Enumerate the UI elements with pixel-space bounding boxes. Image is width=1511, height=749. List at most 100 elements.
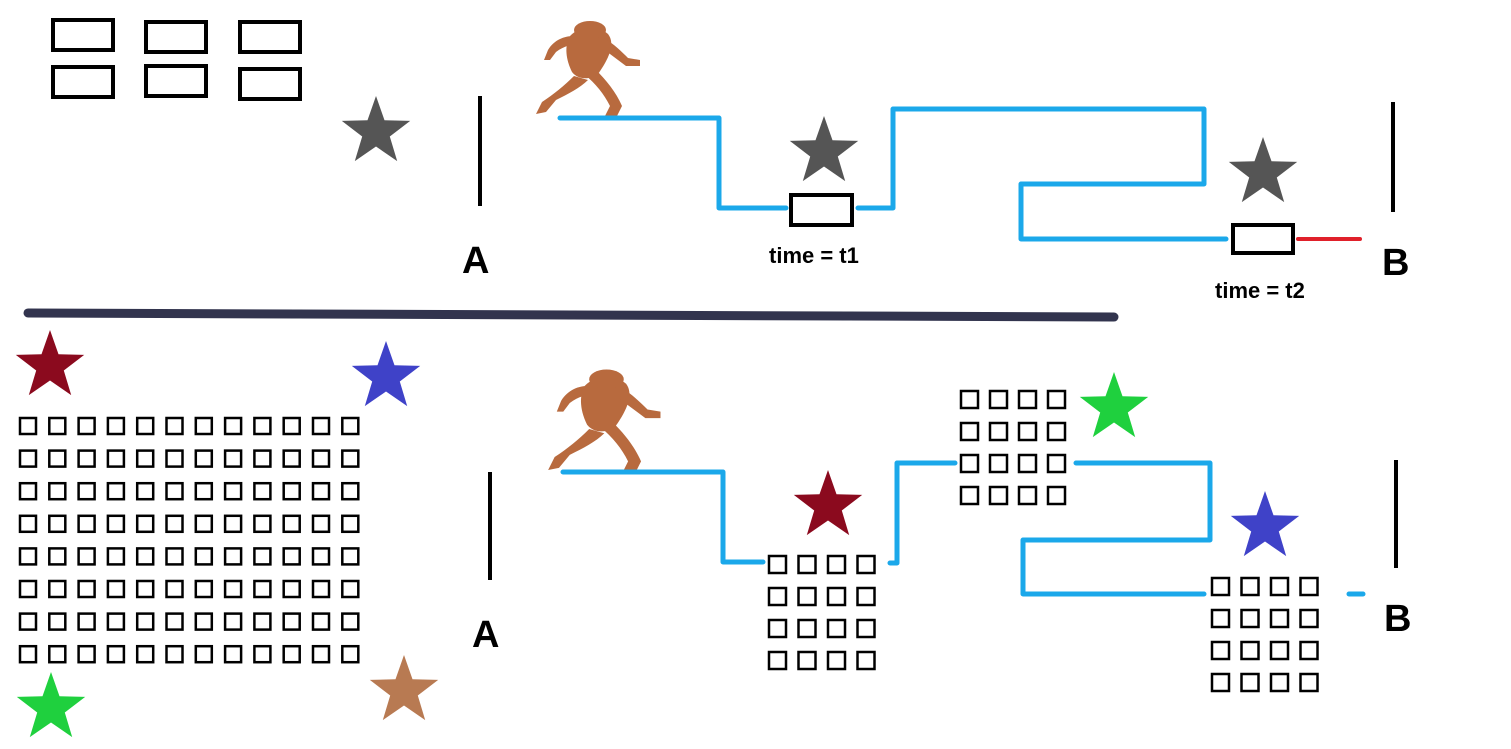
storage-box-icon [48, 547, 67, 566]
storage-box-icon [223, 514, 243, 534]
storage-box-icon [135, 612, 155, 631]
storage-box-icon [77, 514, 96, 534]
storage-box-icon [194, 416, 214, 436]
storage-box-icon [18, 481, 38, 501]
storage-box-icon [135, 449, 155, 468]
storage-box-icon [1240, 672, 1260, 693]
time-label-t1: time = t1 [769, 243, 859, 268]
star-icon [1079, 372, 1149, 438]
storage-box-icon [223, 644, 243, 664]
box-grid-stop-3 [1210, 576, 1319, 693]
storage-box-icon [311, 449, 331, 468]
journey-path-top [557, 115, 789, 211]
running-figure-icon [548, 369, 661, 475]
storage-box-icon [135, 644, 155, 664]
storage-box-icon [1046, 421, 1067, 442]
storage-box-icon [106, 612, 126, 631]
storage-box-icon [165, 514, 184, 534]
storage-box-icon [135, 579, 155, 599]
storage-box-icon [1240, 576, 1260, 597]
storage-box-icon [341, 612, 360, 631]
storage-box-icon [826, 618, 847, 639]
bottom-scenario: A B [15, 330, 1411, 738]
storage-box-icon [282, 514, 301, 534]
storage-box-icon [135, 547, 155, 566]
storage-box-icon [135, 514, 155, 534]
storage-box-icon [165, 416, 184, 436]
storage-box-icon [767, 618, 788, 639]
storage-box-icon [253, 644, 272, 664]
storage-box-icon [51, 65, 115, 99]
journey-path-bottom-mid [887, 460, 958, 566]
storage-box-icon [48, 449, 67, 468]
storage-box-icon [223, 481, 243, 501]
label-a-bottom: A [472, 614, 499, 656]
star-icon [15, 330, 85, 396]
storage-box-icon [18, 579, 38, 599]
storage-box-icon [238, 20, 302, 54]
storage-box-icon [988, 453, 1009, 474]
storage-box-icon [165, 579, 184, 599]
storage-box-icon [77, 449, 96, 468]
storage-box-icon [826, 554, 847, 575]
storage-box-icon [165, 547, 184, 566]
storage-box-icon [959, 485, 980, 506]
storage-box-icon [1231, 223, 1295, 255]
storage-box-icon [1046, 453, 1067, 474]
storage-box-icon [223, 547, 243, 566]
storage-box-icon [106, 449, 126, 468]
storage-box-icon [959, 389, 980, 410]
storage-box-icon [311, 481, 331, 501]
storage-box-icon [18, 547, 38, 566]
storage-box-icon [282, 644, 301, 664]
storage-box-icon [77, 612, 96, 631]
storage-box-icon [1299, 576, 1319, 597]
top-scenario: A time = t1 time = t2 B [51, 18, 1409, 303]
storage-box-icon [48, 481, 67, 501]
storage-box-icon [856, 618, 876, 639]
star-icon [1228, 137, 1298, 203]
storage-box-icon [856, 650, 876, 671]
storage-box-icon [311, 579, 331, 599]
storage-box-icon [48, 644, 67, 664]
star-icon [16, 672, 86, 738]
section-divider [23, 308, 1119, 322]
journey-path-top-mid [855, 106, 1229, 242]
large-box-grid [18, 416, 360, 664]
storage-box-icon [1299, 608, 1319, 629]
storage-box-icon [1240, 640, 1260, 661]
storage-box-icon [341, 514, 360, 534]
storage-box-icon [194, 612, 214, 631]
star-icon [1230, 491, 1300, 557]
storage-box-icon [1240, 608, 1260, 629]
storage-box-icon [1017, 389, 1038, 410]
storage-box-icon [48, 579, 67, 599]
storage-box-icon [253, 612, 272, 631]
storage-box-icon [1299, 672, 1319, 693]
storage-box-icon [1210, 640, 1231, 661]
storage-box-icon [797, 618, 817, 639]
storage-box-icon [165, 449, 184, 468]
storage-box-icon [1210, 608, 1231, 629]
storage-box-icon [1210, 672, 1231, 693]
storage-box-icon [253, 547, 272, 566]
storage-box-icon [311, 612, 331, 631]
star-icon [341, 96, 411, 162]
storage-box-icon [282, 416, 301, 436]
star-icon [369, 655, 439, 721]
storage-box-icon [106, 579, 126, 599]
storage-box-icon [194, 449, 214, 468]
storage-box-icon [988, 485, 1009, 506]
storage-box-icon [194, 514, 214, 534]
storage-box-icon [18, 514, 38, 534]
time-label-t2: time = t2 [1215, 278, 1305, 303]
storage-box-icon [988, 389, 1009, 410]
storage-box-icon [51, 18, 115, 52]
journey-path-bottom [560, 469, 766, 565]
storage-box-icon [959, 421, 980, 442]
storage-box-icon [194, 481, 214, 501]
storage-box-icon [988, 421, 1009, 442]
storage-box-icon [48, 514, 67, 534]
storage-box-icon [789, 193, 854, 227]
